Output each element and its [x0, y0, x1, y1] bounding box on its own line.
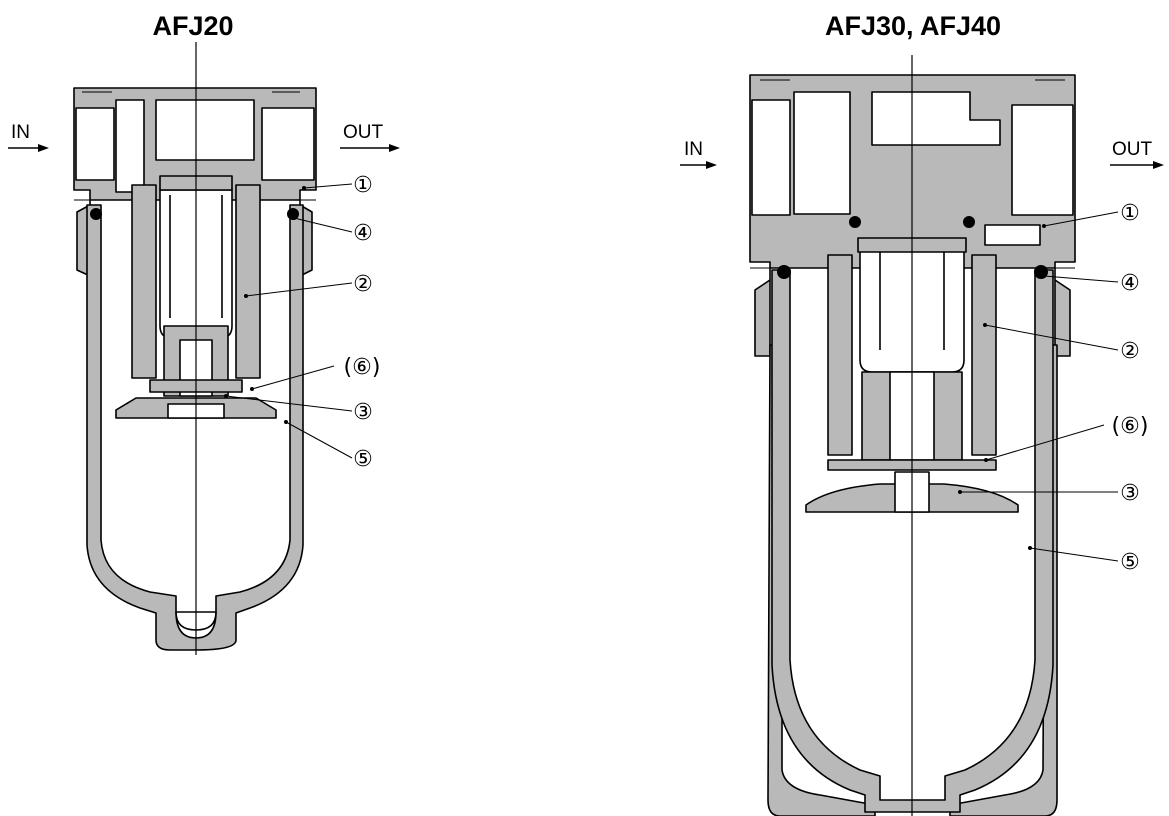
- callout-label: ③: [1120, 481, 1140, 506]
- diagram-title: AFJ20: [152, 11, 233, 41]
- o-ring: [287, 208, 299, 220]
- diagram-afj20: AFJ20 IN OUT: [8, 11, 400, 655]
- callout-label: (⑥): [344, 355, 381, 380]
- o-ring: [849, 216, 861, 228]
- outlet-arrow-icon: [1110, 161, 1164, 169]
- callout-label: ⑤: [1120, 550, 1140, 575]
- diagram-title: AFJ30, AFJ40: [825, 11, 1001, 41]
- callout-1: ①: [302, 173, 373, 198]
- callout-label: ④: [1120, 271, 1140, 296]
- inlet-arrow-icon: [8, 144, 49, 152]
- callout-label: ②: [1120, 339, 1140, 364]
- callout-6: (⑥): [984, 414, 1148, 462]
- callout-2: ②: [983, 323, 1140, 364]
- inlet-label: IN: [11, 122, 30, 143]
- callout-label: ①: [1120, 201, 1140, 226]
- callout-4: ④: [292, 216, 373, 246]
- callout-4: ④: [1042, 271, 1140, 296]
- callout-3: ③: [958, 481, 1140, 506]
- callout-label: ⑤: [353, 447, 373, 472]
- o-ring: [777, 265, 791, 279]
- inlet-arrow-icon: [680, 161, 717, 169]
- callout-5: ⑤: [1028, 546, 1140, 575]
- inlet-label: IN: [684, 139, 703, 160]
- outlet-label: OUT: [1112, 139, 1153, 160]
- callout-label: ③: [353, 400, 373, 425]
- callout-label: ①: [353, 173, 373, 198]
- diagram-afj30-afj40: AFJ30, AFJ40 IN OUT: [680, 11, 1164, 816]
- o-ring: [90, 208, 102, 220]
- callout-3: ③: [224, 394, 373, 425]
- callout-label: ②: [353, 272, 373, 297]
- callout-5: ⑤: [284, 420, 373, 472]
- callout-1: ①: [1042, 201, 1140, 228]
- outlet-arrow-icon: [340, 144, 400, 152]
- outlet-label: OUT: [343, 122, 384, 143]
- callout-label: (⑥): [1112, 414, 1149, 439]
- o-ring: [1034, 265, 1048, 279]
- callout-2: ②: [244, 272, 373, 298]
- o-ring: [963, 216, 975, 228]
- callout-6: (⑥): [250, 355, 380, 391]
- callout-label: ④: [353, 221, 373, 246]
